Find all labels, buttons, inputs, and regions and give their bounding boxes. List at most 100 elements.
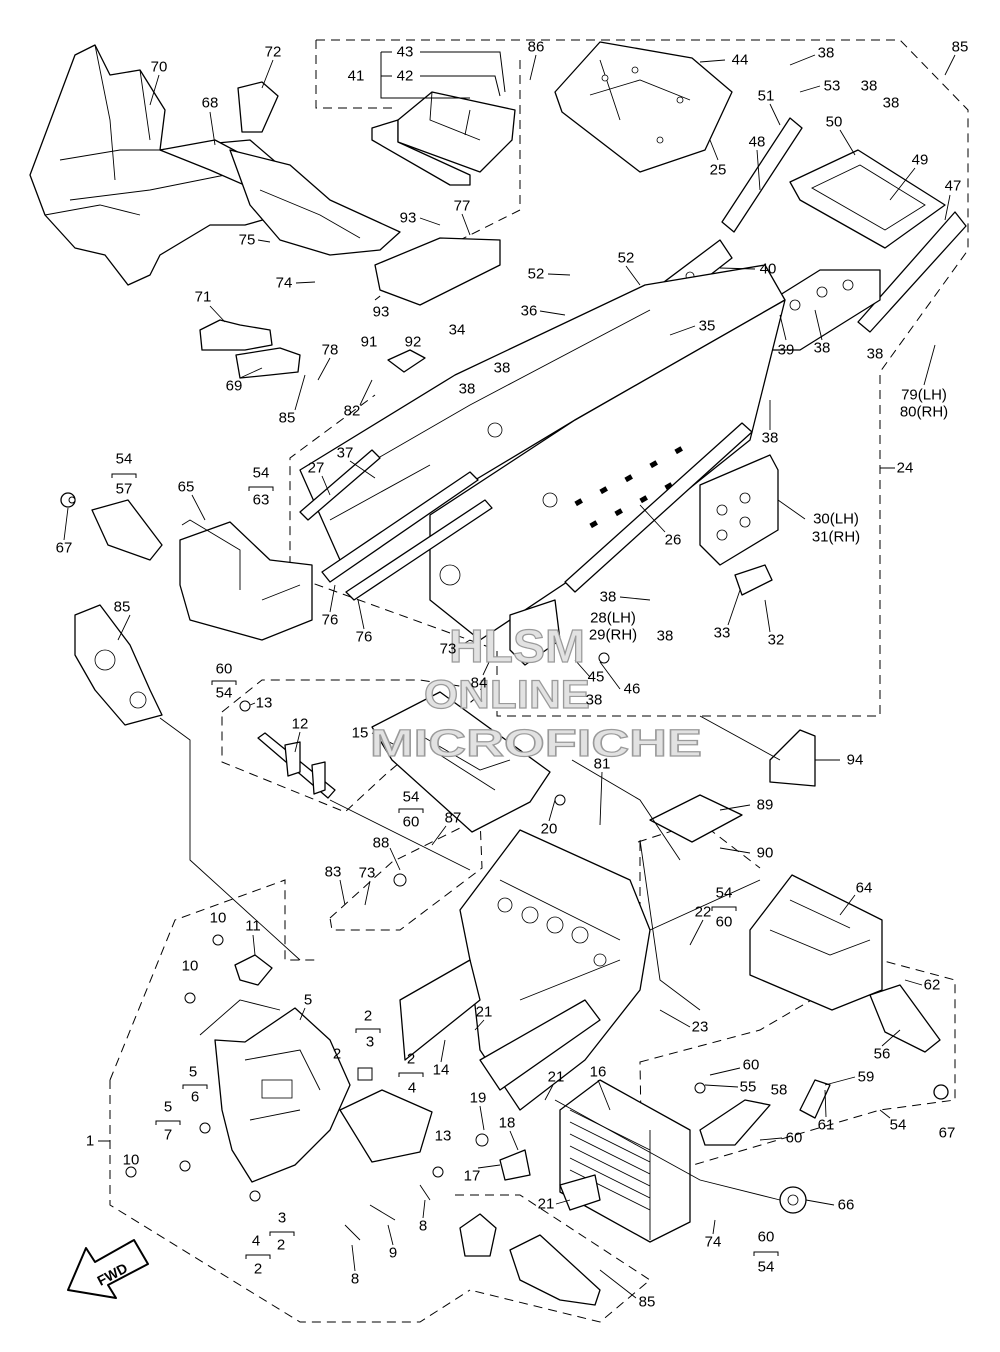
callout-18: 18 [499,1115,516,1132]
callout-5: 5 [189,1064,197,1081]
callout-46: 46 [624,681,641,698]
callout-60: 60 [786,1130,803,1147]
callout-28lh: 28(LH) [590,610,636,627]
callout-68: 68 [202,95,219,112]
hardware-nuts [68,496,706,1202]
callout-38: 38 [861,78,878,95]
callout-59: 59 [858,1069,875,1086]
callout-54: 54 [890,1117,907,1134]
callout-74: 74 [705,1234,722,1251]
callout-38: 38 [657,628,674,645]
callout-30lh: 30(LH) [813,511,859,528]
callout-55: 55 [740,1079,757,1096]
spindle-3-4 [339,1089,433,1163]
callout-51: 51 [758,88,775,105]
callout-34: 34 [449,322,466,339]
callout-60: 60 [403,814,420,831]
callout-32: 32 [768,632,785,649]
callout-13: 13 [435,1128,452,1145]
callout-23: 23 [692,1019,709,1036]
callout-69: 69 [226,378,243,395]
callout-42: 42 [397,68,414,85]
callout-12: 12 [292,716,309,733]
callout-87: 87 [445,810,462,827]
guard-58 [699,1099,771,1146]
callout-33: 33 [714,625,731,642]
callout-48: 48 [749,134,766,151]
callout-35: 35 [699,318,716,335]
steering-85-bottom [509,1234,601,1306]
callout-52: 52 [528,266,545,283]
nut-13-top [239,700,251,712]
callout-54: 54 [758,1259,775,1276]
callout-7: 7 [164,1127,172,1144]
frame-49 [789,149,946,249]
front-hood [29,44,301,286]
callout-27: 27 [308,460,325,477]
callout-15: 15 [352,725,369,742]
callout-47: 47 [945,178,962,195]
callout-70: 70 [151,59,168,76]
bracket-33 [734,564,773,596]
callout-73: 73 [359,865,376,882]
callout-2: 2 [333,1046,341,1063]
callout-6: 6 [191,1089,199,1106]
callout-19: 19 [470,1090,487,1107]
callout-50: 50 [826,114,843,131]
callout-60: 60 [743,1057,760,1074]
plate-85-left [74,604,163,726]
callout-21: 21 [548,1069,565,1086]
callout-56: 56 [874,1046,891,1063]
cooler-16 [559,1079,691,1243]
callout-11: 11 [245,918,261,935]
callout-78: 78 [322,342,339,359]
callout-41: 41 [348,68,365,85]
callout-75: 75 [239,232,256,249]
side-panel-75 [229,149,401,256]
callout-60: 60 [216,661,233,678]
plate-30-31 [699,454,779,566]
callout-24: 24 [897,460,914,477]
callout-21: 21 [476,1004,493,1021]
pad-69 [235,347,301,379]
callout-37: 37 [337,445,354,462]
callout-82: 82 [344,403,361,420]
watermark-line-1: HLSM [449,620,585,672]
callout-9: 9 [389,1245,397,1262]
callout-80rh: 80(RH) [900,404,948,421]
bracket-94 [769,729,816,787]
callout-8: 8 [419,1218,427,1235]
front-bulkhead [399,829,651,1111]
rail-76-b [345,499,493,601]
forward-arrow: FWD [67,1239,149,1299]
bushing-67-right [933,1084,949,1100]
hub-66 [779,1186,807,1214]
callout-91: 91 [361,334,378,351]
callout-44: 44 [732,52,749,69]
callout-36: 36 [521,303,538,320]
callout-92: 92 [405,334,422,351]
callout-4: 4 [252,1233,260,1250]
callout-54: 54 [403,789,420,806]
callout-93: 93 [400,210,417,227]
callout-10: 10 [123,1152,140,1169]
callout-43: 43 [397,44,414,61]
callout-3: 3 [278,1210,286,1227]
bar-56 [869,984,941,1053]
cover-bottom [459,1213,497,1257]
plate-25 [554,41,733,173]
callout-38: 38 [814,340,831,357]
callout-38: 38 [883,95,900,112]
bar-57 [91,499,163,561]
callout-21: 21 [538,1196,555,1213]
callout-81: 81 [594,756,611,773]
callout-64: 64 [856,880,873,897]
callout-89: 89 [757,797,774,814]
callout-1: 1 [86,1133,94,1150]
callout-5: 5 [304,992,312,1009]
callout-2: 2 [407,1051,415,1068]
fitting-21 [559,1174,601,1211]
group-upper-left-outline [315,40,521,301]
